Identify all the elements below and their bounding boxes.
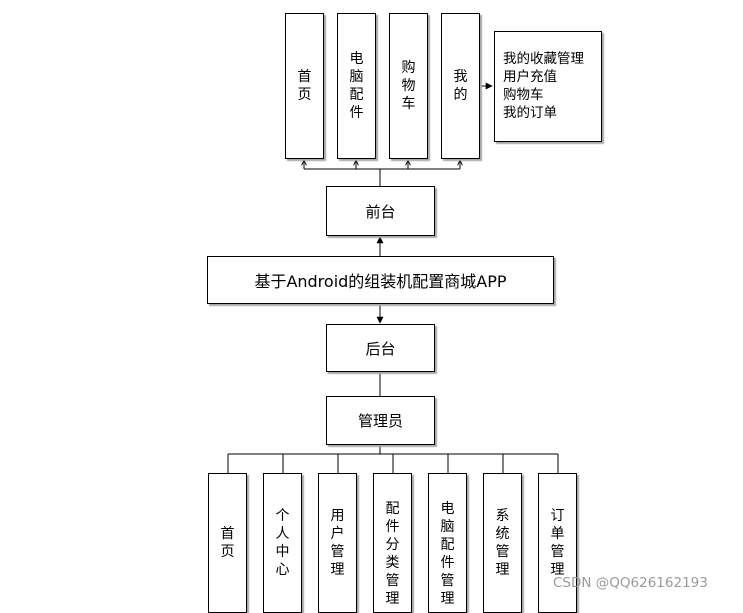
front-module-pc-parts: 电脑配件: [337, 13, 376, 159]
submenu-item: 我的收藏管理: [503, 51, 584, 67]
label-char: 电: [349, 51, 364, 67]
front-label: 前台: [365, 202, 396, 221]
label-char: 统: [495, 526, 510, 542]
vertical-label: 电脑配件管理: [441, 500, 455, 608]
label-char: 件: [385, 519, 400, 535]
admin-module-home: 首页: [208, 473, 247, 613]
vertical-label: 首页: [221, 525, 235, 561]
system-title-box: 基于Android的组装机配置商城APP: [207, 256, 554, 304]
vertical-label: 电脑配件: [350, 50, 364, 122]
label-char: 页: [220, 544, 235, 560]
label-char: 理: [550, 562, 565, 578]
admin-module-category-management: 配件分类管理: [373, 473, 412, 613]
label-char: 理: [440, 591, 455, 607]
label-char: 配: [349, 87, 364, 103]
label-char: 件: [349, 105, 364, 121]
front-module-mine: 我的: [441, 13, 480, 159]
label-char: 系: [495, 508, 510, 524]
vertical-label: 配件分类管理: [386, 500, 400, 608]
vertical-label: 购物车: [402, 59, 416, 113]
label-char: 页: [297, 87, 312, 103]
admin-label: 管理员: [357, 412, 403, 430]
front-module-cart: 购物车: [389, 13, 428, 159]
vertical-label: 用户管理: [331, 507, 345, 579]
label-char: 管: [495, 544, 510, 560]
vertical-label: 系统管理: [496, 507, 510, 579]
admin-module-parts-management: 电脑配件管理: [428, 473, 467, 613]
vertical-label: 个人中心: [276, 507, 290, 579]
admin-box: 管理员: [326, 396, 435, 445]
back-label: 后台: [365, 339, 396, 358]
front-module-home: 首页: [285, 13, 324, 159]
admin-module-personal-center: 个人中心: [263, 473, 302, 613]
submenu-item: 用户充值: [503, 69, 557, 85]
submenu-item: 购物车: [503, 87, 544, 103]
label-char: 购: [401, 60, 416, 76]
label-char: 人: [275, 526, 290, 542]
label-char: 理: [330, 562, 345, 578]
label-char: 脑: [349, 69, 364, 85]
admin-module-system-management: 系统管理: [483, 473, 522, 613]
label-char: 电: [440, 501, 455, 517]
front-box: 前台: [326, 186, 435, 236]
label-char: 我: [453, 69, 468, 85]
label-char: 分: [385, 537, 400, 553]
system-title: 基于Android的组装机配置商城APP: [254, 272, 507, 291]
admin-module-order-management: 订单管理: [538, 473, 577, 613]
back-box: 后台: [326, 324, 435, 372]
label-char: 配: [385, 501, 400, 517]
label-char: 个: [275, 508, 290, 524]
label-char: 物: [401, 78, 416, 94]
vertical-label: 我的: [454, 68, 468, 104]
watermark: CSDN @QQ626162193: [553, 575, 708, 591]
label-char: 管: [330, 544, 345, 560]
label-char: 管: [385, 573, 400, 589]
label-char: 车: [401, 96, 416, 112]
label-char: 户: [330, 526, 345, 542]
label-char: 单: [550, 526, 565, 542]
label-char: 的: [453, 87, 468, 103]
label-char: 件: [440, 555, 455, 571]
vertical-label: 首页: [298, 68, 312, 104]
label-char: 类: [385, 555, 400, 571]
label-char: 理: [495, 562, 510, 578]
label-char: 配: [440, 537, 455, 553]
label-char: 首: [297, 69, 312, 85]
label-char: 理: [385, 591, 400, 607]
label-char: 首: [220, 526, 235, 542]
label-char: 管: [440, 573, 455, 589]
label-char: 心: [275, 562, 290, 578]
submenu-item: 我的订单: [503, 105, 557, 121]
admin-module-user-management: 用户管理: [318, 473, 357, 613]
my-submenu-box: 我的收藏管理 用户充值 购物车 我的订单: [494, 31, 602, 142]
label-char: 中: [275, 544, 290, 560]
label-char: 管: [550, 544, 565, 560]
label-char: 用: [330, 508, 345, 524]
label-char: 订: [550, 508, 565, 524]
label-char: 脑: [440, 519, 455, 535]
vertical-label: 订单管理: [551, 507, 565, 579]
